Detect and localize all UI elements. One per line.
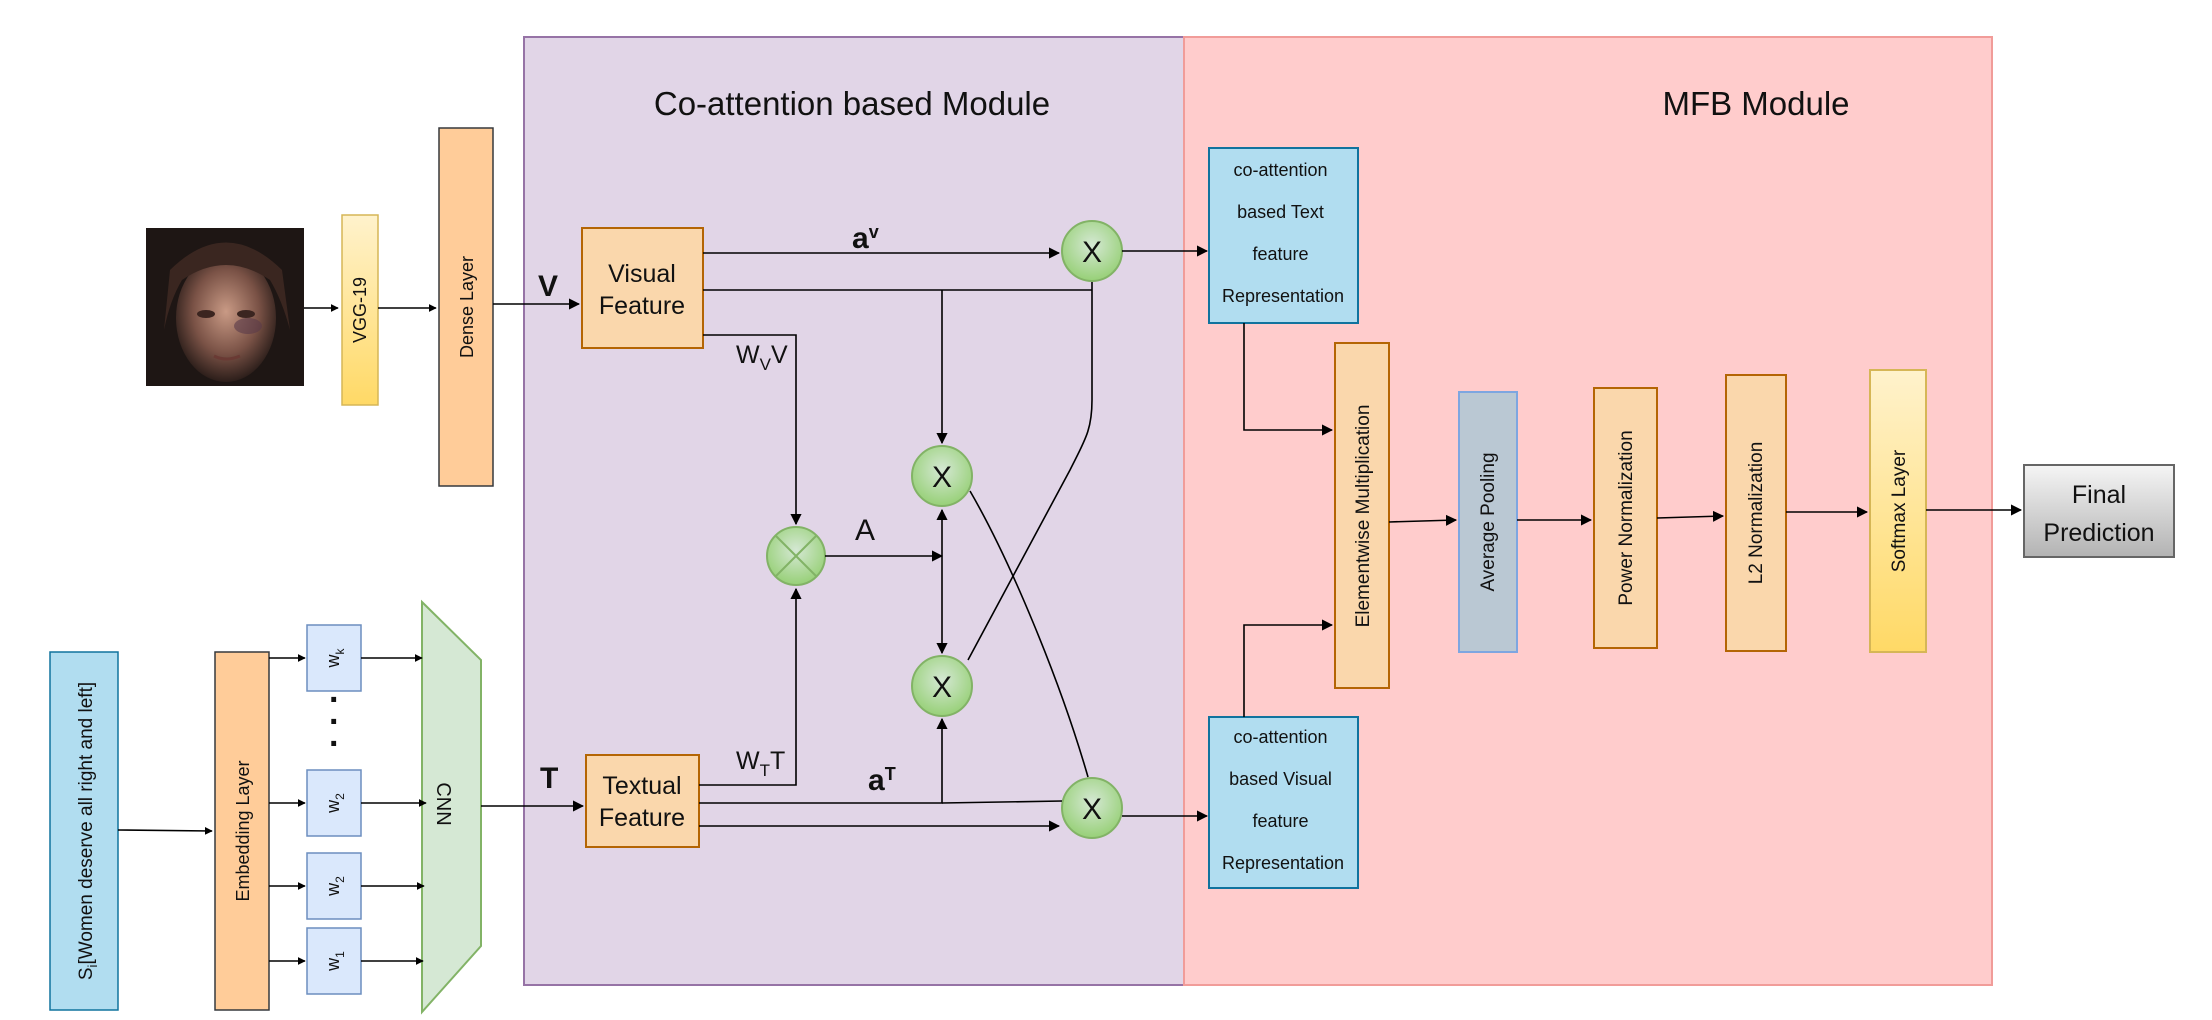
label-A: A [855, 514, 875, 547]
svg-text:X: X [1082, 236, 1102, 269]
elementwise-multiplication-label: Elementwise Multiplication [1353, 405, 1374, 628]
visual-representation-label: co-attention based Visual feature Repres… [1222, 727, 1344, 873]
sentence-input-label: Si[Women deserve all right and left] [76, 682, 100, 980]
power-normalization-label: Power Normalization [1616, 430, 1637, 605]
svg-text:.: . [329, 694, 338, 732]
connectors [117, 245, 2023, 965]
svg-text:X: X [932, 671, 952, 704]
cnn-block [421, 599, 482, 1015]
coattention-module-title: Co-attention based Module [654, 85, 1050, 122]
svg-text:w1: w1 [323, 951, 347, 972]
svg-text:w2: w2 [323, 876, 347, 897]
text-representation-block [1208, 147, 1359, 324]
word-box-w2-lower: w2 [306, 852, 362, 920]
visual-representation-block [1208, 716, 1359, 889]
multiply-node-bottom-right: X [1061, 777, 1123, 839]
word-box-w1: w1 [306, 927, 362, 995]
l2-normalization-label: L2 Normalization [1746, 442, 1767, 585]
svg-text:w2: w2 [323, 793, 347, 814]
average-pooling-block [1458, 391, 1518, 653]
average-pooling-label: Average Pooling [1478, 452, 1499, 591]
softmax-layer-label: Softmax Layer [1889, 449, 1910, 572]
label-a-t: aT [868, 764, 896, 797]
multiply-node-top-right: X [1061, 220, 1123, 282]
dense-layer-label: Dense Layer [457, 256, 477, 358]
cnn-label: CNN [432, 782, 454, 825]
embedding-layer-block [214, 651, 270, 1011]
svg-text:.: . [329, 716, 338, 754]
textual-feature-block [585, 754, 700, 848]
svg-text:wk: wk [323, 648, 347, 669]
vgg19-block [341, 214, 379, 406]
mfb-module-title: MFB Module [1662, 85, 1849, 122]
vgg19-label: VGG-19 [350, 277, 370, 343]
label-T: T [540, 762, 558, 795]
multiply-node-mid-lower: X [911, 655, 973, 717]
label-WvV: WVV [736, 341, 788, 374]
elementwise-multiplication-block [1334, 342, 1390, 689]
l2-normalization-block [1725, 374, 1787, 652]
sentence-input-block [49, 651, 119, 1011]
label-a-v: av [852, 222, 879, 255]
label-V: V [538, 270, 558, 303]
embedding-layer-label: Embedding Layer [233, 760, 253, 901]
input-image [146, 228, 304, 386]
dense-layer-block [438, 127, 494, 487]
word-ellipsis: . . . [329, 672, 338, 754]
multiply-node-mid-upper: X [911, 445, 973, 507]
label-WtT: WTT [736, 747, 785, 780]
svg-text:.: . [329, 672, 338, 710]
affinity-product-node [766, 526, 826, 586]
final-prediction-block [2023, 464, 2175, 558]
word-box-wk: wk [306, 624, 362, 692]
visual-feature-block [581, 227, 704, 349]
softmax-layer-block [1869, 369, 1927, 653]
text-representation-label: co-attention based Text feature Represen… [1222, 160, 1344, 306]
svg-text:X: X [932, 461, 952, 494]
svg-text:X: X [1082, 793, 1102, 826]
word-box-w2-upper: w2 [306, 769, 362, 837]
